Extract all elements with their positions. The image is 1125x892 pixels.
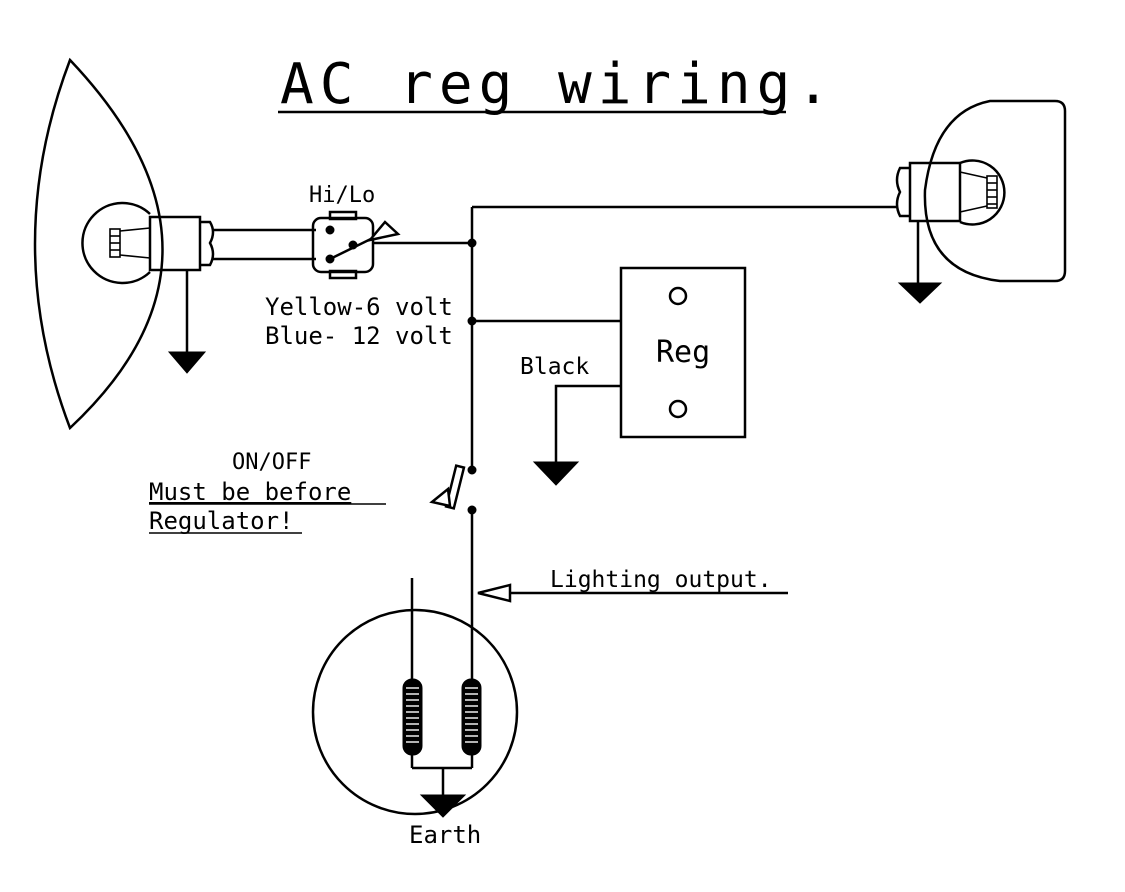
headlamp-bulb-base (148, 215, 202, 272)
onoff-note-line1: Must be before (149, 478, 351, 506)
tail-lamp-housing (923, 99, 1067, 283)
tail-lamp-bulb-glass (959, 159, 1006, 226)
tail-lamp (895, 99, 1067, 304)
lighting-output-arrow-icon (477, 583, 512, 603)
tail-lamp-bulb-base (908, 161, 962, 223)
earth-label: Earth (409, 821, 481, 849)
stator (311, 578, 519, 818)
tail-lamp-bulb-cap (895, 166, 910, 218)
lighting-output-label: Lighting output. (550, 567, 772, 593)
stator-housing (311, 608, 519, 816)
regulator-box (619, 266, 747, 439)
headlamp-filament (109, 227, 151, 259)
onoff-switch-arrow-icon (429, 486, 452, 508)
headlamp-reflector (33, 57, 164, 431)
regulator-terminal-top (668, 286, 688, 306)
regulator-label: Reg (656, 335, 710, 370)
hilo-switch-body (311, 216, 375, 274)
bus-wiring (467, 205, 898, 475)
regulator-terminal-bottom (668, 399, 688, 419)
black-wire-label: Black (520, 354, 589, 380)
headlamp-ground-icon (167, 351, 207, 374)
hilo-label: Hi/Lo (309, 183, 375, 208)
onoff-switch-lever (444, 464, 466, 510)
headlamp-bulb-glass (81, 201, 151, 285)
blue-wire-label: Blue- 12 volt (265, 322, 453, 350)
onoff-switch[interactable] (429, 464, 477, 682)
tail-lamp-filament (959, 171, 998, 213)
stator-coil-left (402, 678, 423, 756)
hilo-switch-lever-icon (366, 220, 401, 242)
yellow-wire-label: Yellow-6 volt (265, 293, 453, 321)
stator-coil-right (461, 678, 482, 756)
hilo-switch[interactable]: Hi/Lo (309, 183, 472, 280)
stator-ground-icon (419, 794, 467, 818)
regulator: Reg Black (520, 266, 747, 486)
headlamp-bulb-cap (200, 220, 215, 267)
diagram-title: AC reg wiring. (280, 52, 836, 117)
tail-lamp-ground-icon (897, 282, 943, 304)
onoff-label: ON/OFF (232, 450, 311, 475)
headlamp (33, 57, 316, 431)
regulator-ground-icon (532, 461, 580, 486)
onoff-note-line2: Regulator! (149, 507, 294, 535)
lighting-output-indicator: Lighting output. (477, 567, 788, 603)
